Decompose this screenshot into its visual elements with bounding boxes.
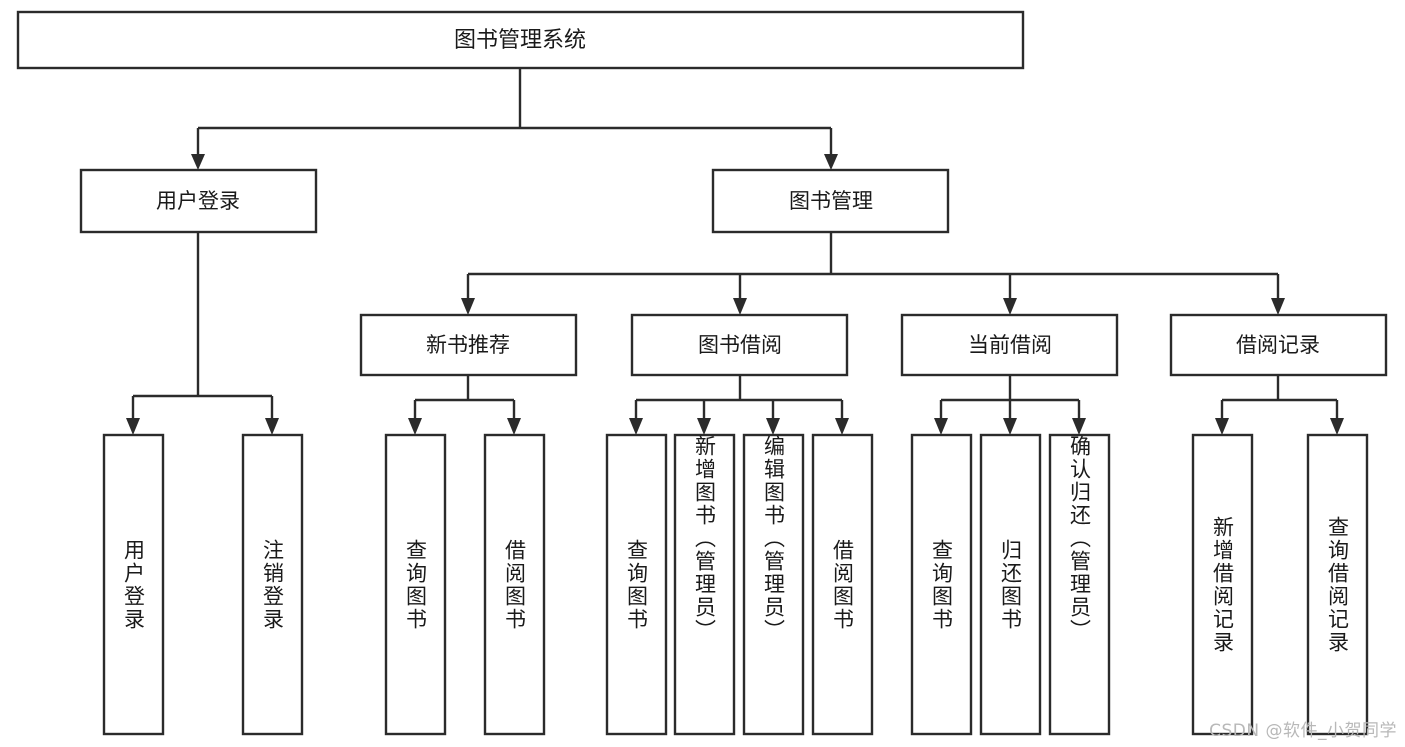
- leaf-box-add-borrow-record[interactable]: [1191, 433, 1254, 736]
- leaf-box-confirm-return-admin[interactable]: [1048, 433, 1111, 736]
- connector-newbook-to-leaves: [408, 375, 521, 435]
- connector-currentborrow-to-leaves: [934, 375, 1086, 435]
- node-user-login-box[interactable]: [79, 168, 318, 234]
- node-borrow-record-box[interactable]: [1169, 313, 1388, 377]
- leaf-box-borrow-book-1[interactable]: [483, 433, 546, 736]
- node-current-borrow-box[interactable]: [900, 313, 1119, 377]
- node-new-book-rec-label: 新书推荐: [426, 333, 510, 357]
- watermark-text: CSDN @软件_小贺同学: [1209, 721, 1397, 741]
- connector-borrowrecord-to-leaves: [1215, 375, 1344, 435]
- leaf-box-query-book-2[interactable]: [605, 433, 668, 736]
- leaf-box-query-borrow-record[interactable]: [1306, 433, 1369, 736]
- node-user-login-label: 用户登录: [156, 189, 240, 213]
- node-new-book-rec-box[interactable]: [359, 313, 578, 377]
- node-book-borrow-box[interactable]: [630, 313, 849, 377]
- connector-userlogin-to-leaves: [126, 232, 279, 435]
- node-book-manage-label: 图书管理: [789, 189, 873, 213]
- node-root-box[interactable]: [16, 10, 1025, 70]
- leaf-box-query-book-3[interactable]: [910, 433, 973, 736]
- node-book-borrow-label: 图书借阅: [698, 333, 782, 357]
- node-root-label: 图书管理系统: [454, 28, 586, 53]
- connector-bookmanage-to-level3: [461, 232, 1285, 315]
- leaf-box-user-login[interactable]: [102, 433, 165, 736]
- leaf-box-borrow-book-2[interactable]: [811, 433, 874, 736]
- leaf-box-return-book[interactable]: [979, 433, 1042, 736]
- node-current-borrow-label: 当前借阅: [968, 333, 1052, 357]
- node-borrow-record-label: 借阅记录: [1236, 333, 1320, 357]
- connector-bookborrow-to-leaves: [629, 375, 849, 435]
- leaf-box-query-book-1[interactable]: [384, 433, 447, 736]
- leaf-box-edit-book-admin[interactable]: [742, 433, 805, 736]
- leaf-box-logout[interactable]: [241, 433, 304, 736]
- connector-root-to-level2: [191, 68, 838, 170]
- node-book-manage-box[interactable]: [711, 168, 950, 234]
- leaf-box-add-book-admin[interactable]: [673, 433, 736, 736]
